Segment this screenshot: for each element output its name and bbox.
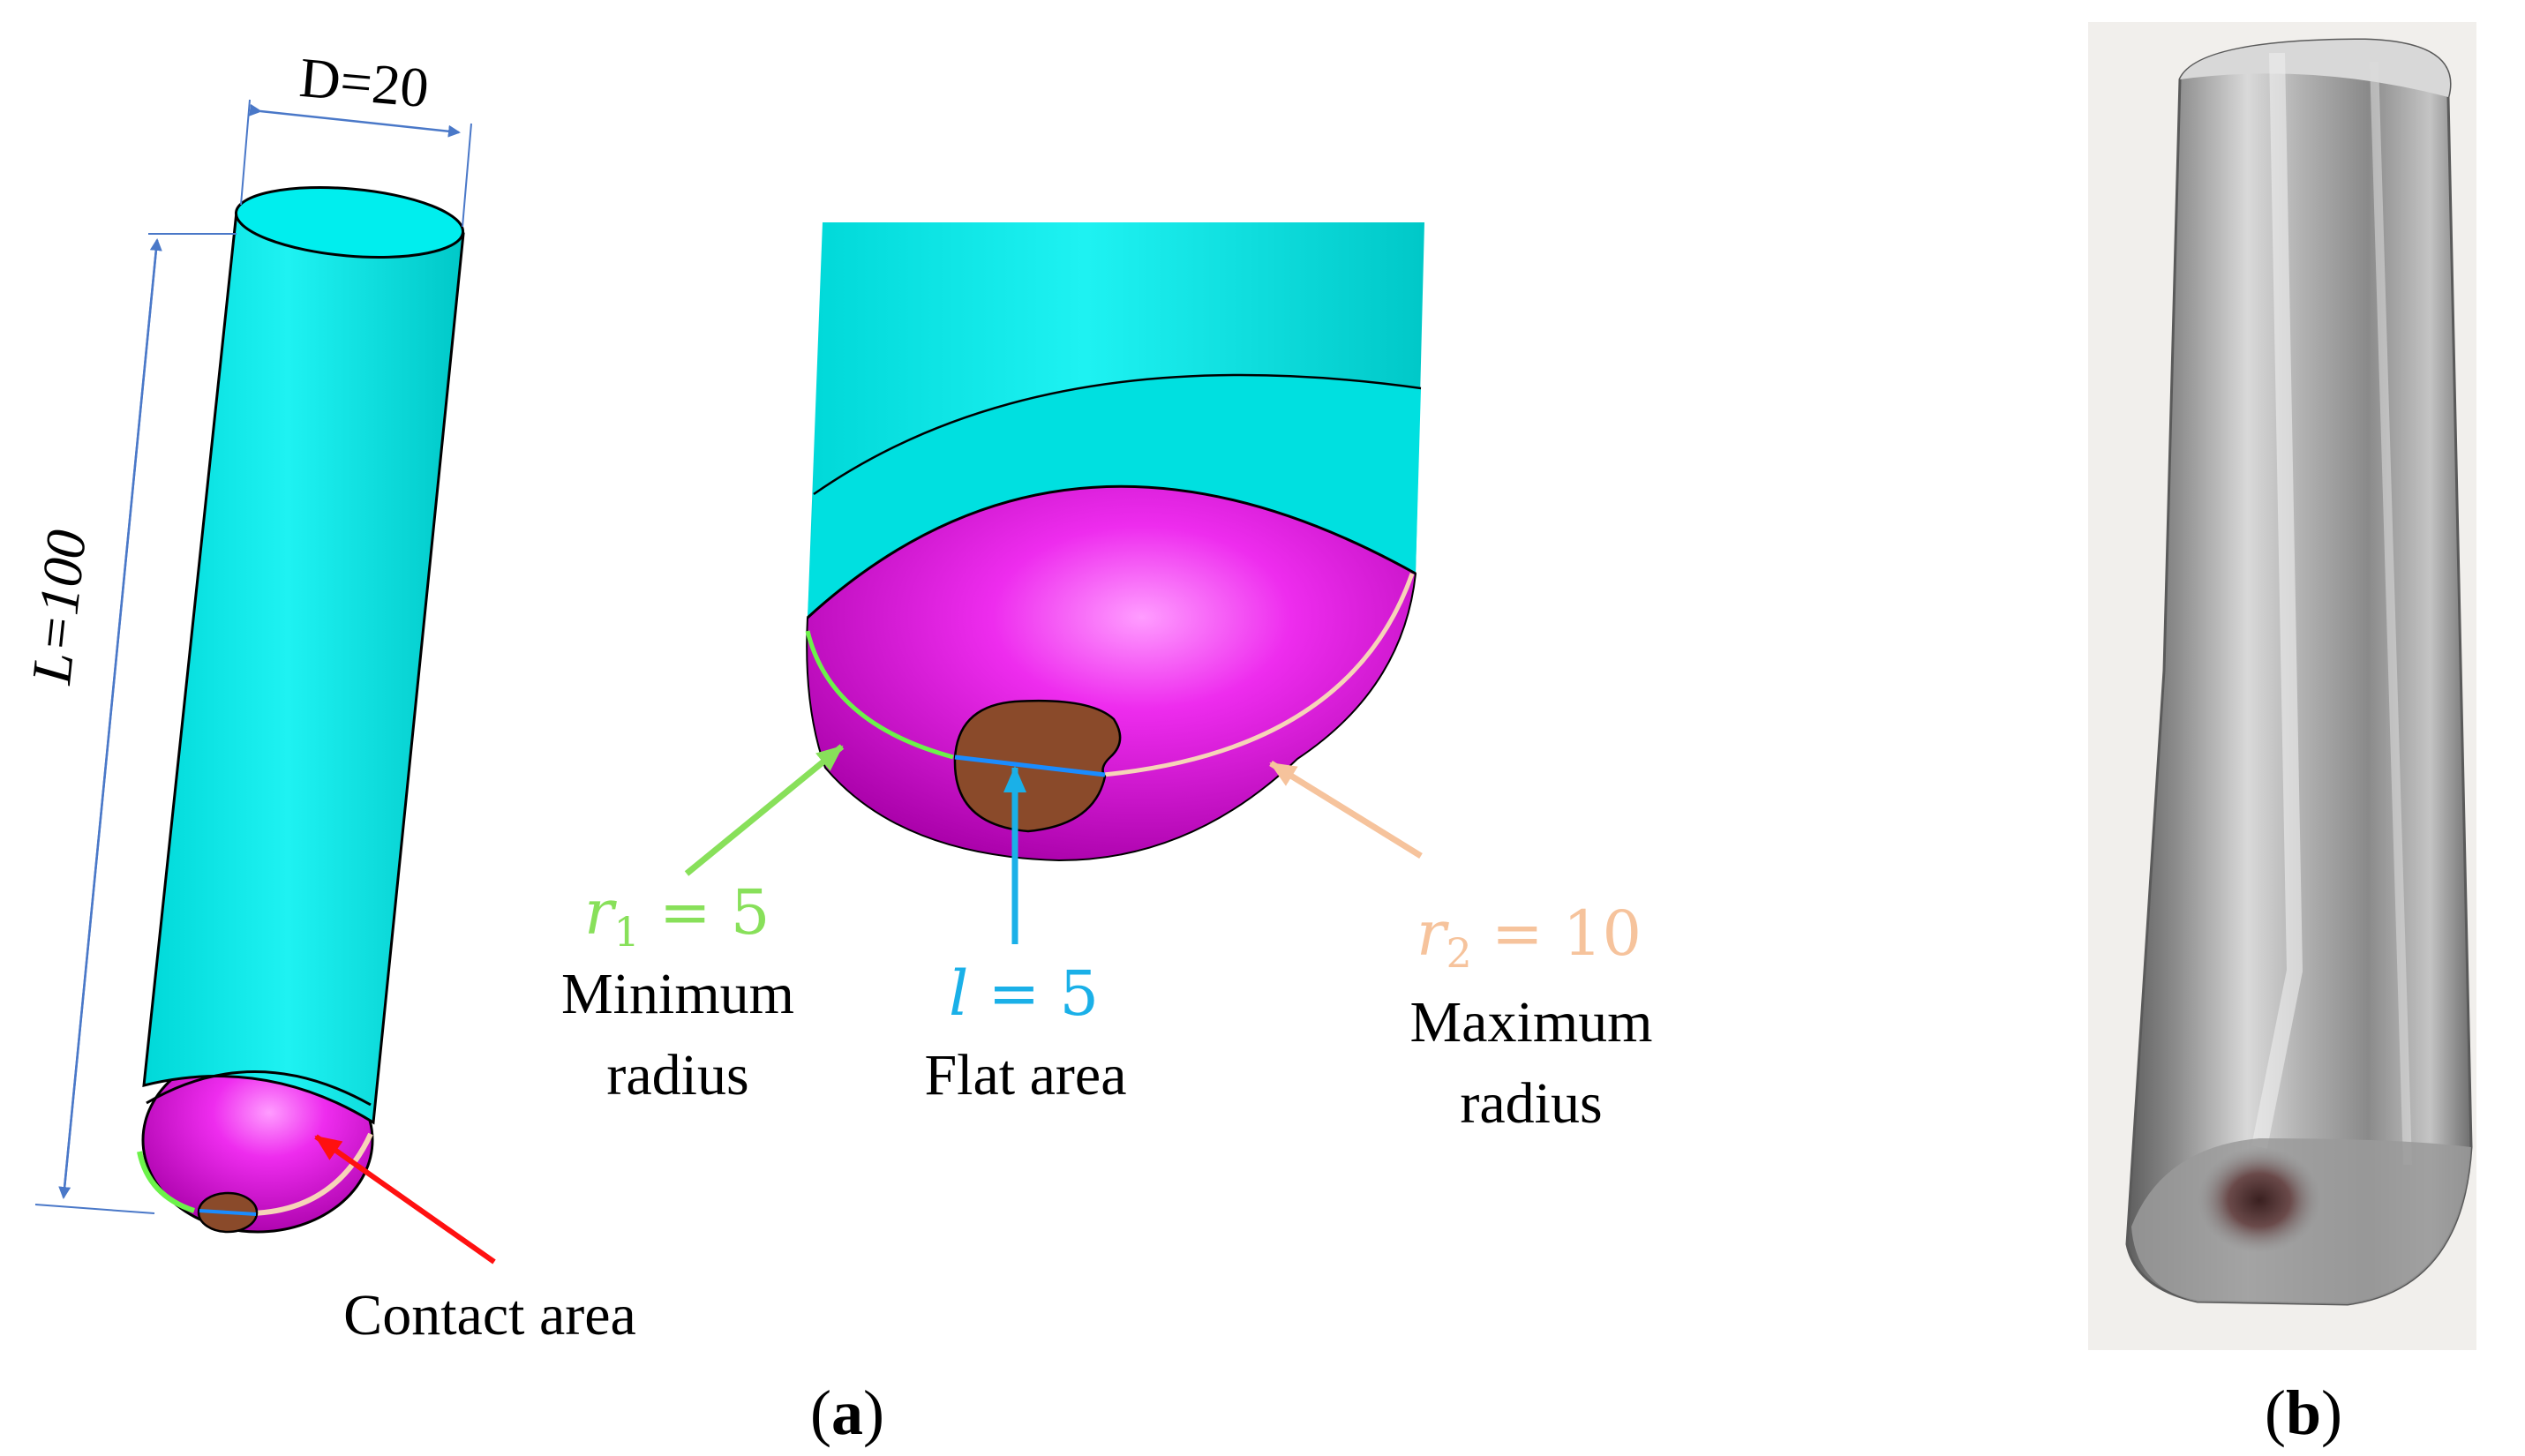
caption-a: (a) (810, 1377, 884, 1448)
contact-mark (2198, 1147, 2321, 1253)
r2-subscript: 2 (1446, 929, 1471, 977)
max-radius-arrow (1269, 761, 1423, 859)
small-cylinder-top (234, 186, 465, 259)
photo-b (2088, 22, 2476, 1350)
l-symbol: l (949, 957, 968, 1030)
r2-value: = 10 (1472, 897, 1642, 970)
metal-pin (2125, 38, 2473, 1306)
length-label: L=100 (19, 527, 98, 687)
diameter-dimension: D=20 (240, 46, 472, 228)
max-radius-label-1: Maximum (1410, 990, 1653, 1054)
r1-symbol: r (584, 876, 617, 949)
small-max-radius-edge (251, 1132, 373, 1216)
r2-symbol: r (1417, 897, 1449, 970)
caption-b: (b) (2265, 1377, 2342, 1448)
r1-subscript: 1 (613, 908, 639, 956)
diameter-label: D=20 (297, 46, 432, 119)
small-cylinder-body (142, 210, 465, 1125)
min-radius-label-2: radius (606, 1043, 748, 1107)
min-radius-arrow (684, 744, 845, 876)
min-radius-label-1: Minimum (561, 962, 794, 1026)
l-equation: l = 5 (949, 957, 1099, 1030)
max-radius-label-2: radius (1460, 1071, 1602, 1136)
max-radius-edge (1102, 573, 1415, 777)
min-radius-edge (805, 630, 954, 760)
r1-equation: r1 = 5 (584, 876, 770, 956)
contact-arrow (314, 1134, 496, 1265)
small-cylinder-model (137, 186, 465, 1234)
contact-area-label: Contact area (343, 1283, 636, 1347)
flat-area-label: Flat area (924, 1043, 1126, 1107)
enlarged-tip-model (805, 222, 1424, 862)
l-value: = 5 (968, 957, 1099, 1030)
r1-value: = 5 (640, 876, 770, 949)
r2-equation: r2 = 10 (1417, 897, 1642, 977)
small-min-radius-edge (137, 1151, 195, 1213)
